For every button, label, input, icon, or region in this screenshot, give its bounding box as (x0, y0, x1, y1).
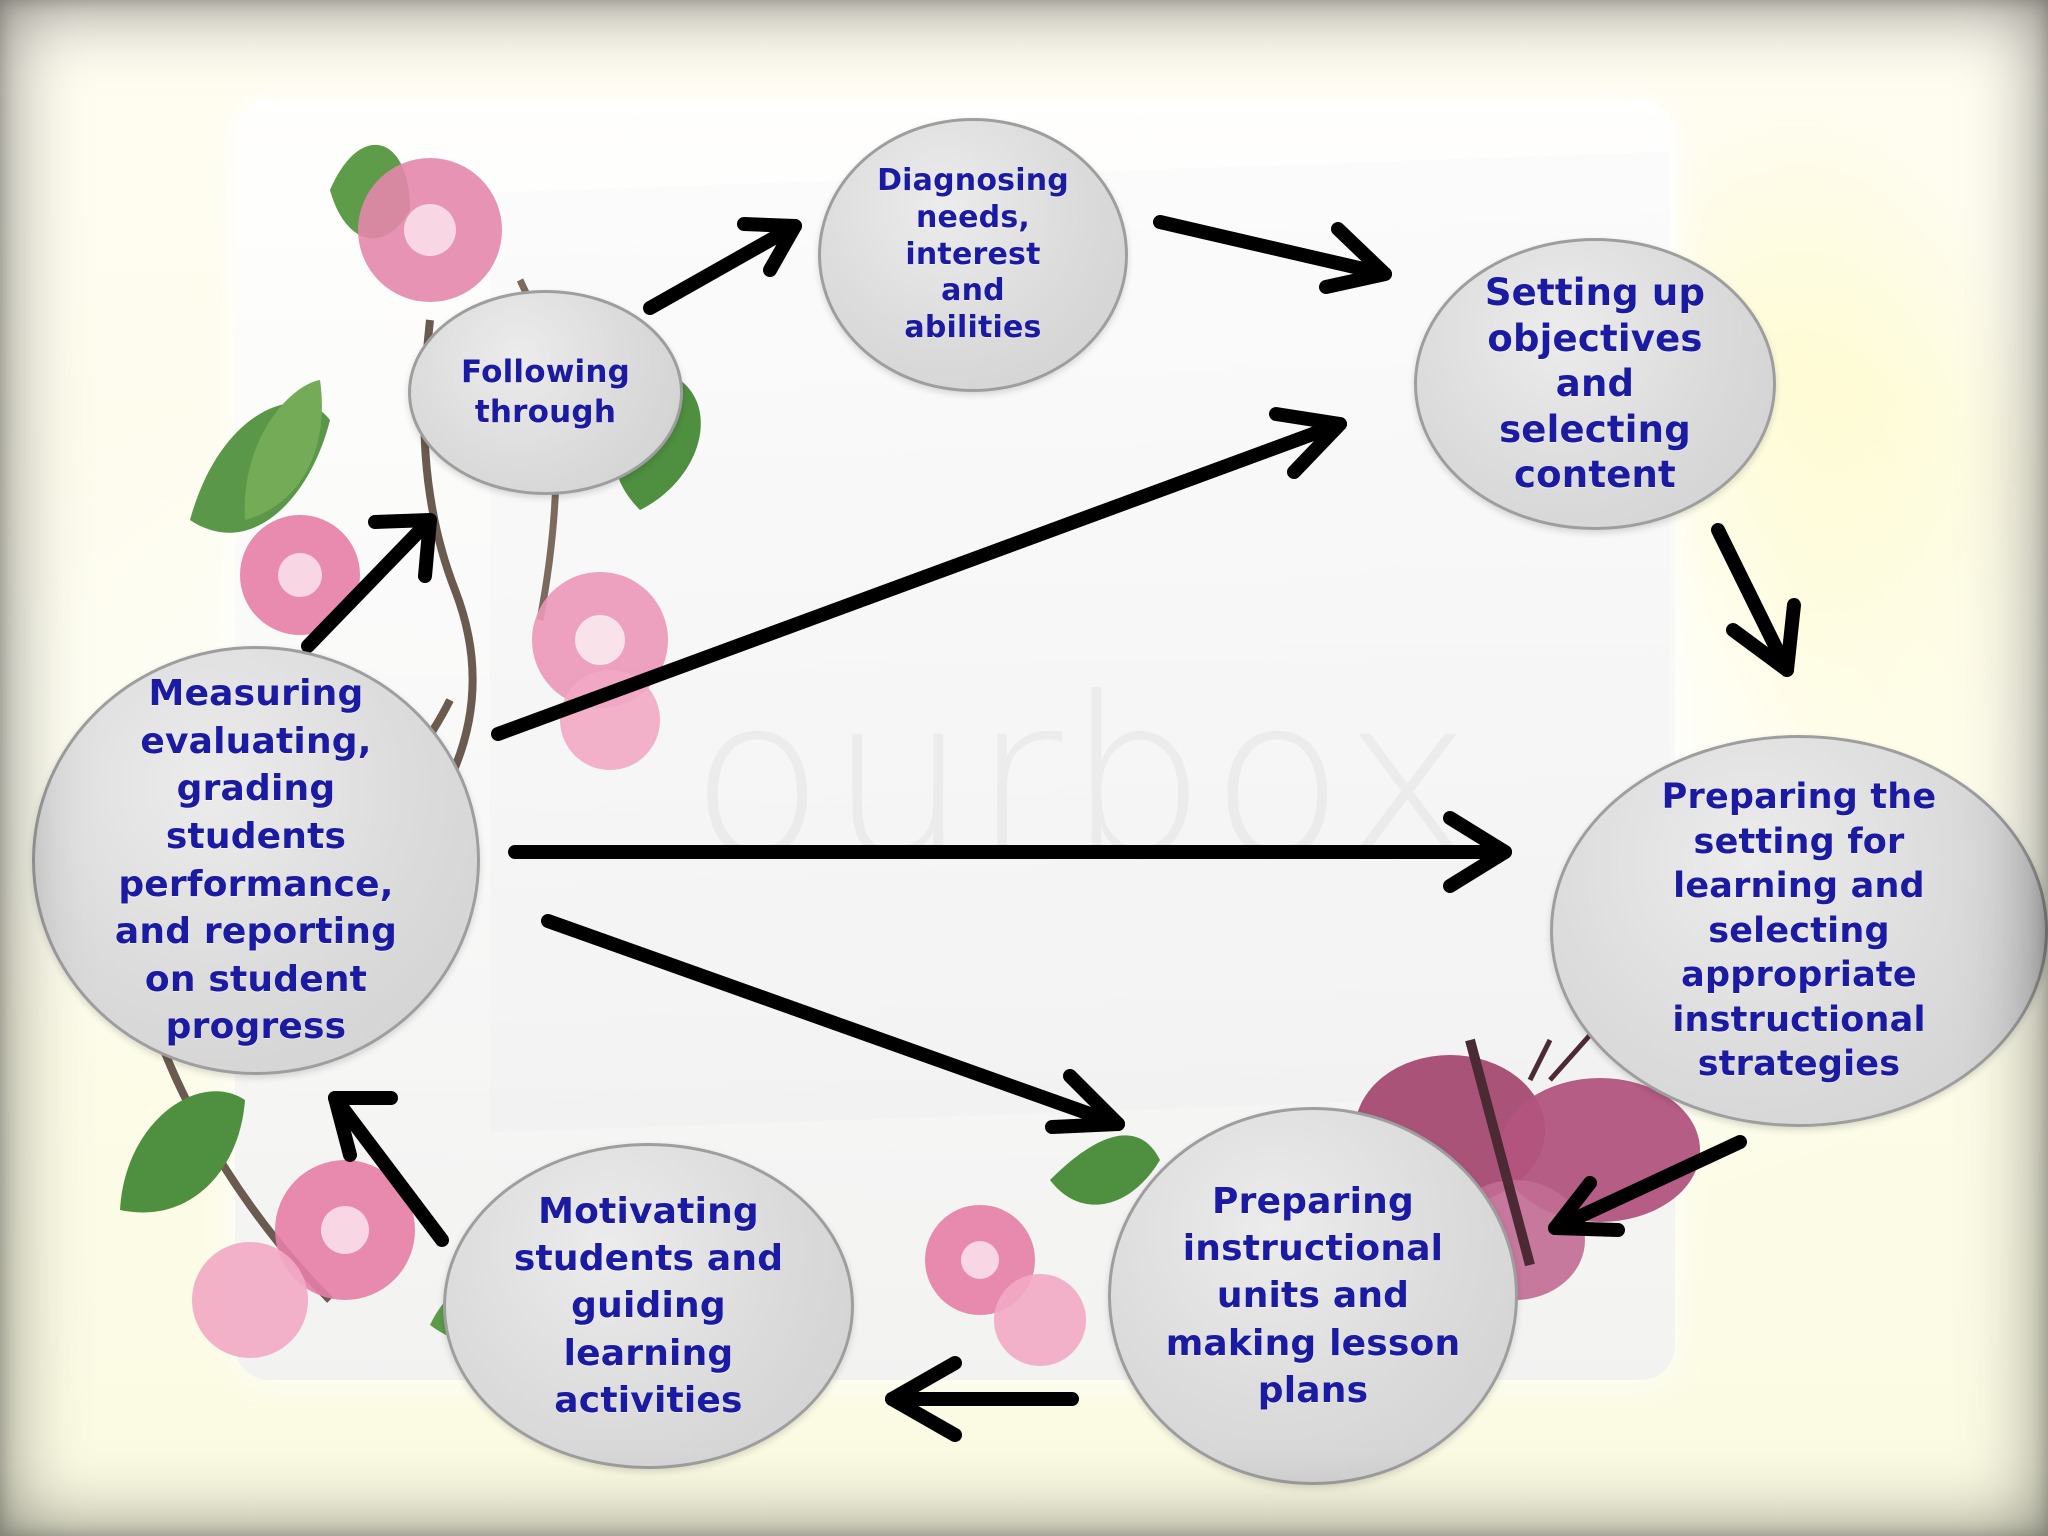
arrow-following-to-diagnosing (643, 217, 802, 315)
node-measuring: Measuring evaluating, grading students p… (32, 646, 480, 1075)
arrow-objectives-to-preparing-setting (1711, 523, 1801, 677)
node-diagnosing-label: Diagnosing needs, interest and abilities (877, 162, 1069, 346)
arrow-diagnosing-to-objectives (1153, 215, 1392, 294)
arrow-measuring-to-objectives (491, 407, 1347, 741)
arrow-measuring-to-preparing-setting (508, 811, 1512, 893)
node-preparing-setting-label: Preparing the setting for learning and s… (1661, 777, 1937, 1085)
node-preparing-setting: Preparing the setting for learning and s… (1550, 735, 2048, 1127)
arrow-preparing-setting-to-preparing-units (1548, 1135, 1747, 1237)
arrow-measuring-to-preparing-units (541, 914, 1125, 1134)
node-motivating: Motivating students and guiding learning… (443, 1143, 854, 1469)
node-measuring-label: Measuring evaluating, grading students p… (114, 673, 398, 1048)
node-setting-up-objectives: Setting up objectives and selecting cont… (1414, 238, 1776, 530)
node-setting-up-objectives-label: Setting up objectives and selecting cont… (1484, 271, 1706, 497)
node-preparing-units-label: Preparing instructional units and making… (1165, 1181, 1461, 1411)
node-motivating-label: Motivating students and guiding learning… (513, 1191, 784, 1421)
arrow-measuring-to-following (301, 513, 437, 653)
arrow-preparing-units-to-motivating (885, 1356, 1079, 1442)
node-preparing-units: Preparing instructional units and making… (1108, 1107, 1518, 1485)
node-following-through: Following through (408, 290, 683, 495)
node-following-through-label: Following through (460, 354, 631, 430)
node-diagnosing: Diagnosing needs, interest and abilities (818, 118, 1128, 392)
arrow-motivating-to-measuring (328, 1091, 449, 1247)
